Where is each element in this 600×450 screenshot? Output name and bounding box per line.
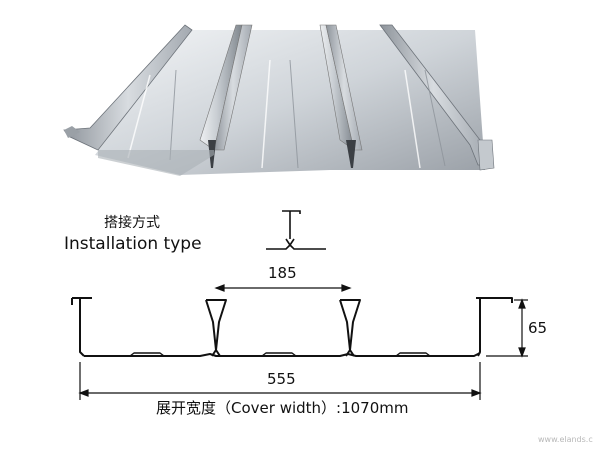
steel-deck-photo (63, 24, 495, 176)
height-dimension: 65 (528, 319, 548, 337)
deck-left-lip (64, 126, 80, 138)
profile-bottom (84, 352, 481, 357)
deck-crease-1 (127, 74, 151, 159)
dim-185-line (214, 284, 352, 292)
deck-crease-4 (289, 59, 299, 169)
deck-crease-5 (404, 69, 421, 169)
profile-right-edge (476, 297, 513, 357)
deck-rib-2-right-wall (325, 24, 363, 151)
profile-rib-1 (205, 299, 227, 351)
installation-label-zh: 搭接方式 (104, 215, 160, 231)
deck-crease-2 (169, 69, 177, 161)
dim-65-line (486, 298, 528, 358)
installation-label-en: Installation type (64, 234, 202, 254)
overall-width-dimension: 555 (267, 370, 296, 388)
profile-left-edge (71, 297, 92, 357)
cross-section-profile (71, 284, 528, 400)
joint-detail (266, 210, 326, 250)
deck-rib-2-slot (346, 140, 356, 168)
dim-555-line (78, 362, 482, 400)
cover-width-caption: 展开宽度（Cover width）:1070mm (156, 399, 409, 417)
watermark-text: www.elands.c (538, 435, 593, 444)
deck-rib-1-right-wall (213, 24, 253, 151)
deck-crease-3 (261, 59, 271, 169)
deck-right-flange (477, 139, 495, 171)
deck-front-edge (98, 150, 214, 176)
deck-bottom-sheet (95, 30, 485, 175)
rib-spacing-dimension: 185 (268, 264, 297, 282)
deck-crease-6 (424, 69, 446, 167)
profile-rib-2 (339, 299, 361, 351)
